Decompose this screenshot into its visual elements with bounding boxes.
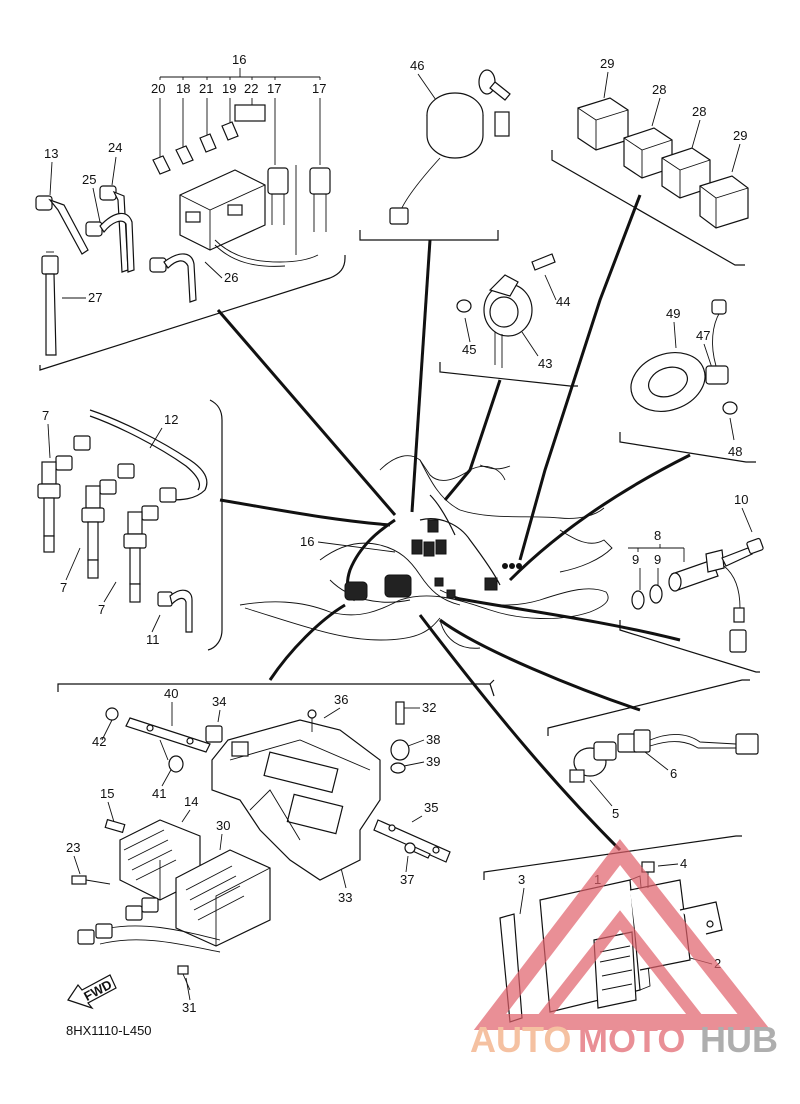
group-main-switch: 46	[359, 58, 511, 241]
callout-3: 3	[518, 872, 525, 887]
callout-29a: 29	[600, 56, 614, 71]
callout-15: 15	[100, 786, 114, 801]
fwd-arrow-icon: FWD	[67, 974, 117, 1010]
callout-20: 20	[151, 81, 165, 96]
callout-22: 22	[244, 81, 258, 96]
connector-17a	[267, 167, 289, 195]
callout-27: 27	[88, 290, 102, 305]
ignition-coils	[37, 409, 208, 633]
watermark-text-auto: AUTO	[470, 1019, 571, 1060]
callout-9b: 9	[654, 552, 661, 567]
callout-16-top: 16	[232, 52, 246, 67]
callout-24: 24	[108, 140, 122, 155]
callout-25: 25	[82, 172, 96, 187]
callout-26: 26	[224, 270, 238, 285]
callout-28b: 28	[692, 104, 706, 119]
watermark-text-moto: MOTO	[578, 1019, 685, 1060]
cable-bands	[35, 185, 197, 356]
callout-45: 45	[462, 342, 476, 357]
callout-13: 13	[44, 146, 58, 161]
group-ecu-bracket: 40 34 36 32 42 41 38 39 15 14 30 35 23 3…	[57, 679, 495, 1038]
connector-17b	[309, 167, 331, 195]
callout-5: 5	[612, 806, 619, 821]
callout-4: 4	[680, 856, 687, 871]
callout-33: 33	[338, 890, 352, 905]
group-buzzer: 44 45 43	[439, 253, 578, 387]
callout-7c: 7	[98, 602, 105, 617]
group-sensor-assembly: 10 8 9 9	[619, 492, 764, 673]
callout-28a: 28	[652, 82, 666, 97]
callout-8: 8	[654, 528, 661, 543]
fuse-box	[179, 165, 319, 267]
callout-19: 19	[222, 81, 236, 96]
callout-30: 30	[216, 818, 230, 833]
callout-36: 36	[334, 692, 348, 707]
group-relays: 29 28 28 29	[551, 56, 749, 266]
callout-21: 21	[199, 81, 213, 96]
callout-23: 23	[66, 840, 80, 855]
callout-17b: 17	[312, 81, 326, 96]
speed-sensor	[631, 537, 764, 653]
callout-49: 49	[666, 306, 680, 321]
callout-37: 37	[400, 872, 414, 887]
callout-17a: 17	[267, 81, 281, 96]
callout-35: 35	[424, 800, 438, 815]
callout-16-mid: 16	[300, 534, 314, 549]
callout-39: 39	[426, 754, 440, 769]
callout-14: 14	[184, 794, 198, 809]
fwd-label: FWD	[81, 977, 114, 1004]
group-ignition-coils: 7 12 7 7 11	[37, 399, 223, 651]
callout-9a: 9	[632, 552, 639, 567]
callout-47: 47	[696, 328, 710, 343]
callout-31: 31	[182, 1000, 196, 1015]
callout-41: 41	[152, 786, 166, 801]
watermark: AUTO MOTO HUB	[470, 838, 778, 1060]
group-harness-fusebox: 16 20 18 21 19 22 17 17	[35, 52, 346, 371]
watermark-text-hub: HUB	[700, 1019, 778, 1060]
ecu-bracket-parts	[71, 701, 451, 991]
callout-7a: 7	[42, 408, 49, 423]
group-thermo-switch: 6 5	[547, 679, 759, 821]
callout-40: 40	[164, 686, 178, 701]
callout-34: 34	[212, 694, 226, 709]
callout-44: 44	[556, 294, 570, 309]
callout-10: 10	[734, 492, 748, 507]
callout-32: 32	[422, 700, 436, 715]
callout-6: 6	[670, 766, 677, 781]
group-speed-sensor: 49 47 48	[619, 299, 756, 463]
callout-43: 43	[538, 356, 552, 371]
relays	[577, 97, 749, 229]
thermo-switch	[569, 729, 759, 783]
diagram-code: 8HX1110-L450	[66, 1023, 152, 1038]
sensor-rotor	[630, 299, 738, 415]
callout-7b: 7	[60, 580, 67, 595]
callout-18: 18	[176, 81, 190, 96]
fuse-parts	[152, 104, 266, 175]
callout-12: 12	[164, 412, 178, 427]
callout-46: 46	[410, 58, 424, 73]
callout-29b: 29	[733, 128, 747, 143]
callout-38: 38	[426, 732, 440, 747]
callout-48: 48	[728, 444, 742, 459]
buzzer	[456, 253, 556, 368]
callout-11: 11	[146, 632, 160, 647]
leader-lines	[216, 194, 691, 852]
main-switch	[389, 69, 511, 225]
central-harness	[344, 494, 522, 602]
snowmobile-outline	[239, 455, 613, 649]
